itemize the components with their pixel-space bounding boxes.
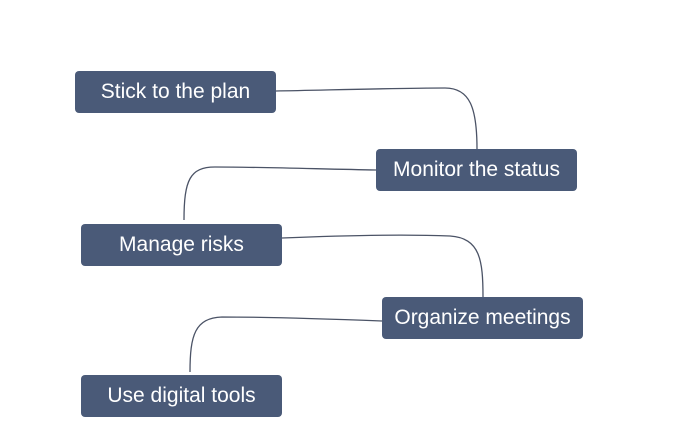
node-organize-meetings: Organize meetings [382,297,583,339]
node-label: Stick to the plan [100,80,251,103]
node-label: Manage risks [119,233,244,256]
node-manage-risks: Manage risks [81,224,282,266]
connector-monitor-to-manage [183,166,377,221]
node-label: Use digital tools [107,384,256,407]
node-label: Organize meetings [394,306,571,329]
connector-stick-to-monitor [275,87,478,150]
node-use-digital-tools: Use digital tools [81,375,282,417]
node-stick-to-the-plan: Stick to the plan [75,71,276,113]
connector-manage-to-organize [281,234,484,298]
node-monitor-the-status: Monitor the status [376,149,577,191]
node-label: Monitor the status [393,158,560,181]
connector-organize-to-digital [189,316,383,373]
